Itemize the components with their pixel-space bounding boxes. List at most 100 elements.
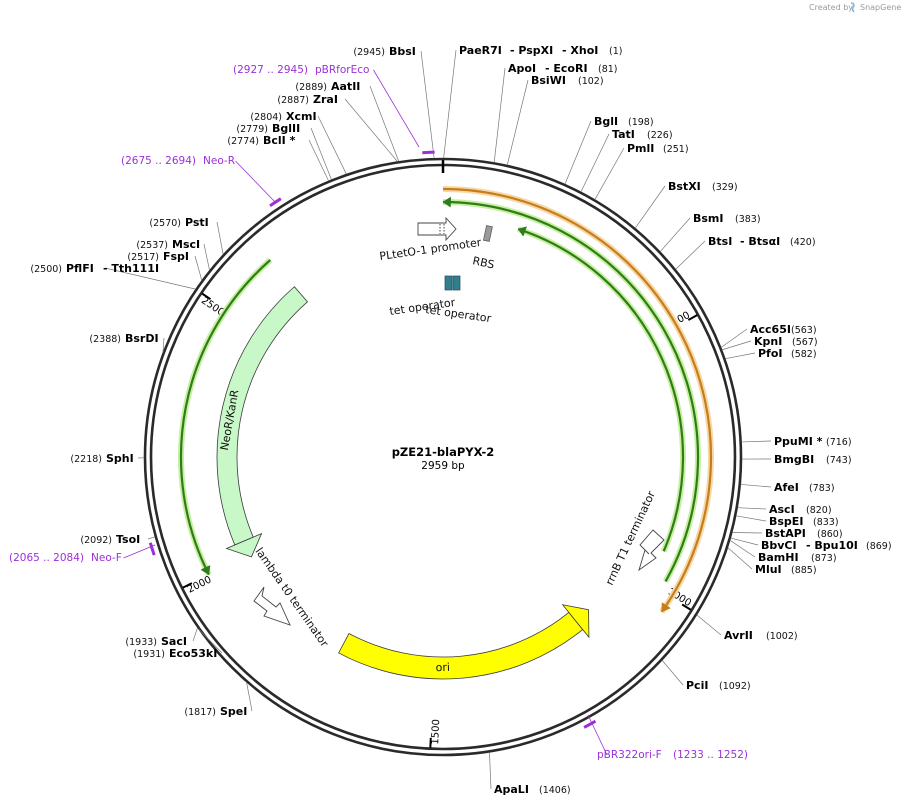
leader-tati (580, 133, 610, 192)
site-pflfi[interactable]: (2500)PflFI- Tth111I (30, 262, 159, 275)
site-name-fspi: FspI (163, 250, 189, 263)
primer-neo-f[interactable]: Neo-F(2065 .. 2084) (9, 552, 122, 564)
site-pos-acc65i: (563) (791, 325, 817, 336)
site-pos-pflfi: (2500) (30, 264, 62, 275)
site-ppumi[interactable]: PpuMI *(716) (774, 435, 852, 448)
site-name-psti: PstI (185, 216, 209, 229)
site-bcli[interactable]: (2774)BclI * (227, 134, 295, 147)
site-paer7i[interactable]: PaeR7I- PspXI- XhoI(1) (459, 44, 622, 57)
primer-mark-neo-r[interactable] (269, 197, 282, 208)
site-pos-aatii: (2889) (295, 82, 327, 93)
site-eco53ki[interactable]: (1931)Eco53kI (133, 647, 217, 660)
site-pos-spei: (1817) (184, 707, 216, 718)
site-bsmi[interactable]: BsmI(383) (693, 212, 761, 225)
leader-bstxi (635, 185, 666, 229)
green-cds-outer-line[interactable] (442, 200, 700, 583)
site-bstxi[interactable]: BstXI(329) (668, 180, 738, 193)
leader-bsmi (659, 217, 691, 252)
site-alias-apoi-0: - EcoRI (545, 62, 588, 75)
site-aatii[interactable]: (2889)AatII (295, 80, 360, 93)
tet-operator-2-icon (452, 275, 461, 291)
site-mlui[interactable]: MluI(885) (755, 563, 817, 576)
leader-ppumi (741, 440, 772, 443)
rrnb-terminator-feature[interactable]: rrnB T1 terminator (603, 489, 665, 588)
site-sphi[interactable]: (2218)SphI (70, 452, 133, 465)
orange-cds-line[interactable] (442, 187, 713, 613)
site-pos-paer7i: (1) (609, 46, 622, 57)
site-tati[interactable]: TatI(226) (612, 128, 673, 141)
rbs-feature[interactable]: RBS (471, 225, 496, 272)
site-alias-pflfi-0: - Tth111I (103, 262, 159, 275)
site-pos-xcmi: (2804) (250, 112, 282, 123)
site-pos-bcli: (2774) (227, 136, 259, 147)
neo-arrow-head[interactable] (225, 532, 263, 558)
site-bspei[interactable]: BspEI(833) (769, 515, 839, 528)
site-bbvci[interactable]: BbvCI- Bpu10I(869) (761, 539, 892, 552)
leader-xcmi (317, 115, 347, 175)
site-apoi[interactable]: ApoI- EcoRI(81) (508, 62, 618, 75)
site-zrai[interactable]: (2887)ZraI (277, 93, 338, 106)
ori-arrow-head[interactable] (561, 604, 590, 639)
site-acc65i[interactable]: Acc65I(563) (750, 323, 817, 336)
primer-mark-pbrforeco[interactable] (422, 150, 435, 155)
site-pos-bsrdi: (2388) (89, 334, 121, 345)
tick-label-2000: 2000 (186, 574, 214, 595)
primer-mark-neo-f[interactable] (148, 542, 156, 556)
site-afei[interactable]: AfeI(783) (774, 481, 835, 494)
tet-operator-features[interactable]: tet operator tet operator (389, 275, 493, 325)
site-bgli[interactable]: BglI(198) (594, 115, 654, 128)
site-kpni[interactable]: KpnI(567) (754, 335, 818, 348)
site-msci[interactable]: (2537)MscI (136, 238, 200, 251)
site-avrii[interactable]: AvrII(1002) (724, 629, 798, 642)
site-name-spei: SpeI (220, 705, 247, 718)
site-name-bglii: BglII (272, 122, 300, 135)
neo-arrow-body[interactable] (216, 286, 309, 546)
leader-psti (216, 221, 224, 255)
primer-name-pbrforeco: pBRforEco (315, 64, 369, 76)
site-pmli[interactable]: PmlI(251) (627, 142, 689, 155)
primer-pbrforeco[interactable]: pBRforEco(2927 .. 2945) (233, 64, 369, 76)
green-cds-left-line[interactable] (179, 259, 271, 576)
site-xcmi[interactable]: (2804)XcmI (250, 110, 316, 123)
site-pos-btsi: (420) (790, 237, 816, 248)
site-psti[interactable]: (2570)PstI (149, 216, 208, 229)
site-pos-eco53ki: (1931) (133, 649, 165, 660)
site-bstapi[interactable]: BstAPI(860) (765, 527, 843, 540)
site-apali[interactable]: ApaLI(1406) (494, 783, 571, 796)
primer-neo-r[interactable]: Neo-R(2675 .. 2694) (121, 155, 235, 167)
site-bglii[interactable]: (2779)BglII (236, 122, 300, 135)
site-pos-pcii: (1092) (719, 681, 751, 692)
green-cds-inner-line[interactable] (517, 228, 685, 552)
site-spei[interactable]: (1817) SpeI (184, 705, 247, 718)
site-name-pcii: PciI (686, 679, 708, 692)
leader-pflfi (104, 267, 196, 290)
site-name-ppumi: PpuMI * (774, 435, 823, 448)
primer-pbr322ori-f[interactable]: pBR322ori-F(1233 .. 1252) (597, 749, 748, 761)
site-bamhi[interactable]: BamHI(873) (758, 551, 837, 564)
site-bsiwi[interactable]: BsiWI(102) (531, 74, 604, 87)
site-pos-bstapi: (860) (817, 529, 843, 540)
leader-bsrdi (162, 337, 165, 353)
leader-bglii (310, 127, 332, 180)
ori-arrow-body[interactable] (338, 611, 584, 680)
promoter-feature[interactable]: PLtetO-1 promoter (379, 216, 483, 263)
site-name-apoi: ApoI (508, 62, 536, 75)
site-bbsi[interactable]: (2945)BbsI (353, 45, 416, 58)
site-saci[interactable]: (1933)SacI (125, 635, 187, 648)
primer-mark-pbr322ori-f[interactable] (583, 719, 597, 729)
site-fspi[interactable]: (2517)FspI (127, 250, 189, 263)
site-bsrdi[interactable]: (2388)BsrDI (89, 332, 158, 345)
tick-label-1500: 1500 (430, 719, 442, 745)
site-btsi[interactable]: BtsI- BtsαI(420) (708, 235, 816, 248)
site-tsoi[interactable]: (2092)TsoI (80, 533, 140, 546)
primer-leader-neo-r (235, 160, 277, 204)
site-pos-ppumi: (716) (826, 437, 852, 448)
tick-1000 (681, 603, 692, 611)
ori-label: ori (435, 661, 450, 674)
lambda-terminator-feature[interactable]: lambda t0 terminator (253, 545, 332, 649)
site-pcii[interactable]: PciI (1092) (686, 679, 751, 692)
site-bmgbi[interactable]: BmgBI(743) (774, 453, 852, 466)
site-asci[interactable]: AscI(820) (769, 503, 832, 516)
site-pfoi[interactable]: PfoI(582) (758, 347, 817, 360)
